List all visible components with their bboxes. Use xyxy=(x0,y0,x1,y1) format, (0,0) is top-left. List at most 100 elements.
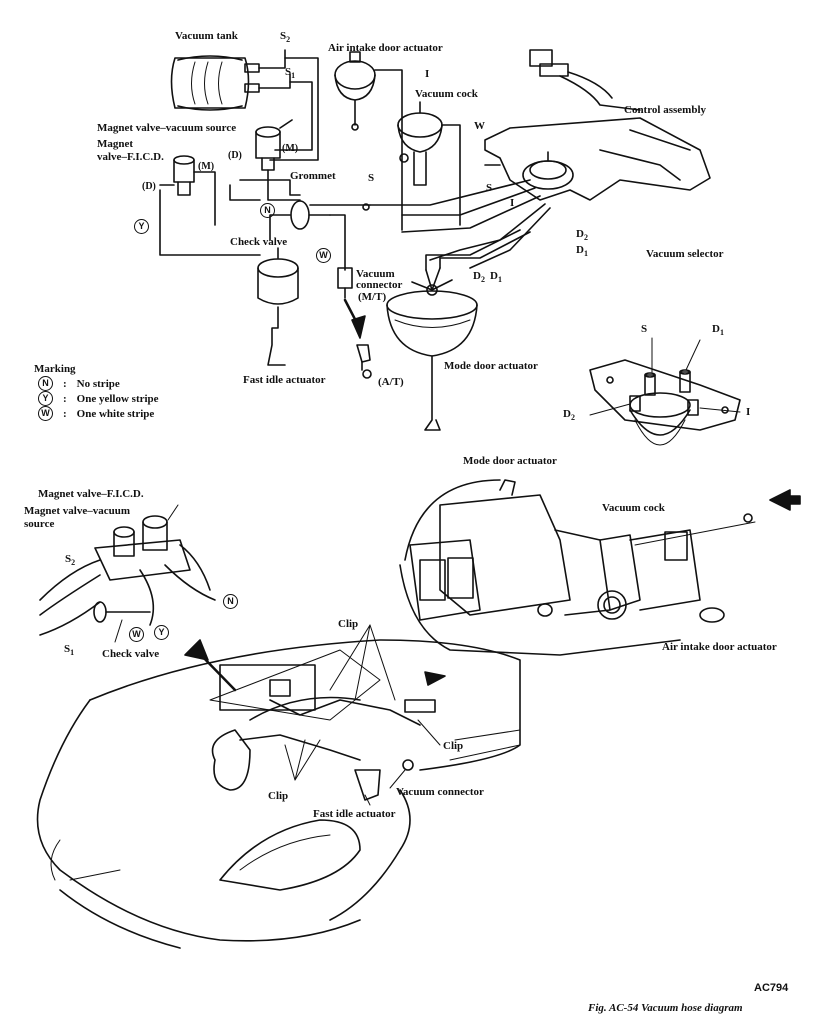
marking-row-w: W:One white stripe xyxy=(38,406,154,421)
d1-right-subscript: 1 xyxy=(583,249,588,259)
label-vacuum-selector: Vacuum selector xyxy=(646,248,724,260)
label-clip-1: Clip xyxy=(338,618,359,630)
label-mt: (M/T) xyxy=(358,291,387,303)
tag-w-bottom: W xyxy=(129,627,148,642)
marking-row-y: Y:One yellow stripe xyxy=(38,391,159,406)
label-magnet-valve-ficd-1: Magnet xyxy=(97,138,134,150)
label-mode-door-actuator: Mode door actuator xyxy=(444,360,538,372)
s2-b-letter: S xyxy=(65,553,72,565)
d2-right-letter: D xyxy=(576,228,584,240)
label-vacuum-connector-2: connector xyxy=(356,279,403,291)
circle-w-bottom: W xyxy=(129,627,144,642)
car-body-drawing xyxy=(36,639,521,949)
label-magnet-valve-ficd-2: valve–F.I.C.D. xyxy=(97,151,164,163)
label-d1-mid: D1 xyxy=(490,270,502,286)
label-i-top: I xyxy=(425,68,430,80)
label-m-2: (M) xyxy=(198,161,215,172)
label-clip-2: Clip xyxy=(443,740,464,752)
label-mode-door-actuator-2: Mode door actuator xyxy=(463,455,557,467)
label-d2-mid: D2 xyxy=(473,270,485,286)
d2-mid-subscript: 2 xyxy=(480,275,485,285)
label-sel-d1: D1 xyxy=(712,323,724,339)
marking-y-icon: Y xyxy=(38,391,53,406)
d2-mid-letter: D xyxy=(473,270,481,282)
marking-row-n: N:No stripe xyxy=(38,376,120,391)
sel-d1-letter: D xyxy=(712,323,720,335)
vacuum-tank-drawing xyxy=(170,55,260,111)
label-d-2: (D) xyxy=(142,181,156,192)
label-clip-3: Clip xyxy=(268,790,289,802)
marking-y-text: One yellow stripe xyxy=(76,392,159,405)
label-air-intake-door-actuator-2: Air intake door actuator xyxy=(662,641,777,653)
label-fast-idle-actuator: Fast idle actuator xyxy=(243,374,326,386)
circle-n: N xyxy=(260,203,275,218)
circle-w: W xyxy=(316,248,331,263)
sel-d2-subscript: 2 xyxy=(570,413,575,423)
s2-letter: S xyxy=(280,30,287,42)
label-fast-idle-actuator-b: Fast idle actuator xyxy=(313,808,396,820)
circle-y: Y xyxy=(134,219,149,234)
s1-letter: S xyxy=(285,66,292,78)
label-vacuum-cock-2: Vacuum cock xyxy=(602,502,665,514)
label-check-valve-2: Check valve xyxy=(102,648,160,660)
label-control-assembly: Control assembly xyxy=(624,104,706,116)
tag-y-top: Y xyxy=(134,219,153,234)
marking-w-text: One white stripe xyxy=(76,407,155,420)
label-m-1: (M) xyxy=(282,143,299,154)
d1-right-letter: D xyxy=(576,244,584,256)
label-s2-b: S2 xyxy=(65,553,75,569)
s2-b-subscript: 2 xyxy=(71,558,76,568)
tag-n-top: N xyxy=(260,203,279,218)
d1-mid-subscript: 1 xyxy=(497,275,502,285)
label-magnet-valve-ficd-b: Magnet valve–F.I.C.D. xyxy=(38,488,144,500)
label-vacuum-connector-b: Vacuum connector xyxy=(396,786,484,798)
marking-n-icon: N xyxy=(38,376,53,391)
s1-b-subscript: 1 xyxy=(70,648,75,658)
tag-y-bottom: Y xyxy=(154,625,173,640)
label-w-top: W xyxy=(474,120,485,132)
tag-w-top: W xyxy=(316,248,335,263)
circle-y-bottom: Y xyxy=(154,625,169,640)
label-d-1: (D) xyxy=(228,150,242,161)
figure-caption: Fig. AC-54 Vacuum hose diagram xyxy=(588,1002,743,1014)
s1-subscript: 1 xyxy=(291,71,296,81)
vacuum-selector-detail-drawing xyxy=(589,359,741,446)
heater-unit-drawing xyxy=(399,479,756,656)
marking-title: Marking xyxy=(34,363,76,375)
label-air-intake-door-actuator: Air intake door actuator xyxy=(328,42,443,54)
label-s-mid: S xyxy=(368,172,375,184)
d1-mid-letter: D xyxy=(490,270,498,282)
label-d2-right: D2 xyxy=(576,228,588,244)
label-sel-d2: D2 xyxy=(563,408,575,424)
label-at: (A/T) xyxy=(378,376,404,388)
label-magnet-valve-vacuum-b-2: source xyxy=(24,518,55,530)
label-d1-right: D1 xyxy=(576,244,588,260)
valve-detail-drawing xyxy=(39,515,216,636)
s2-subscript: 2 xyxy=(286,35,291,45)
s1-b-letter: S xyxy=(64,643,71,655)
label-check-valve: Check valve xyxy=(230,236,288,248)
marking-w-icon: W xyxy=(38,406,53,421)
label-sel-i: I xyxy=(746,406,751,418)
fast-idle-actuator-drawing xyxy=(257,247,299,366)
label-vacuum-tank: Vacuum tank xyxy=(175,30,238,42)
vacuum-connector-drawing xyxy=(337,267,372,379)
label-vacuum-connector-1: Vacuum xyxy=(356,268,395,280)
label-s-right: S xyxy=(486,182,493,194)
air-intake-actuator-drawing xyxy=(334,51,403,231)
tag-n-bottom: N xyxy=(223,594,242,609)
circle-n-bottom: N xyxy=(223,594,238,609)
label-magnet-valve-vacuum-source: Magnet valve–vacuum source xyxy=(97,122,237,134)
figure-code: AC794 xyxy=(754,982,789,994)
d2-right-subscript: 2 xyxy=(583,233,588,243)
mode-door-actuator-drawing xyxy=(386,267,478,431)
sel-d1-subscript: 1 xyxy=(719,328,724,338)
sel-d2-letter: D xyxy=(563,408,571,420)
label-s2: S2 xyxy=(280,30,290,46)
label-magnet-valve-vacuum-b-1: Magnet valve–vacuum xyxy=(24,505,131,517)
marking-n-text: No stripe xyxy=(76,377,120,390)
check-valve-drawing xyxy=(269,200,331,241)
control-assembly-drawing xyxy=(484,49,711,201)
